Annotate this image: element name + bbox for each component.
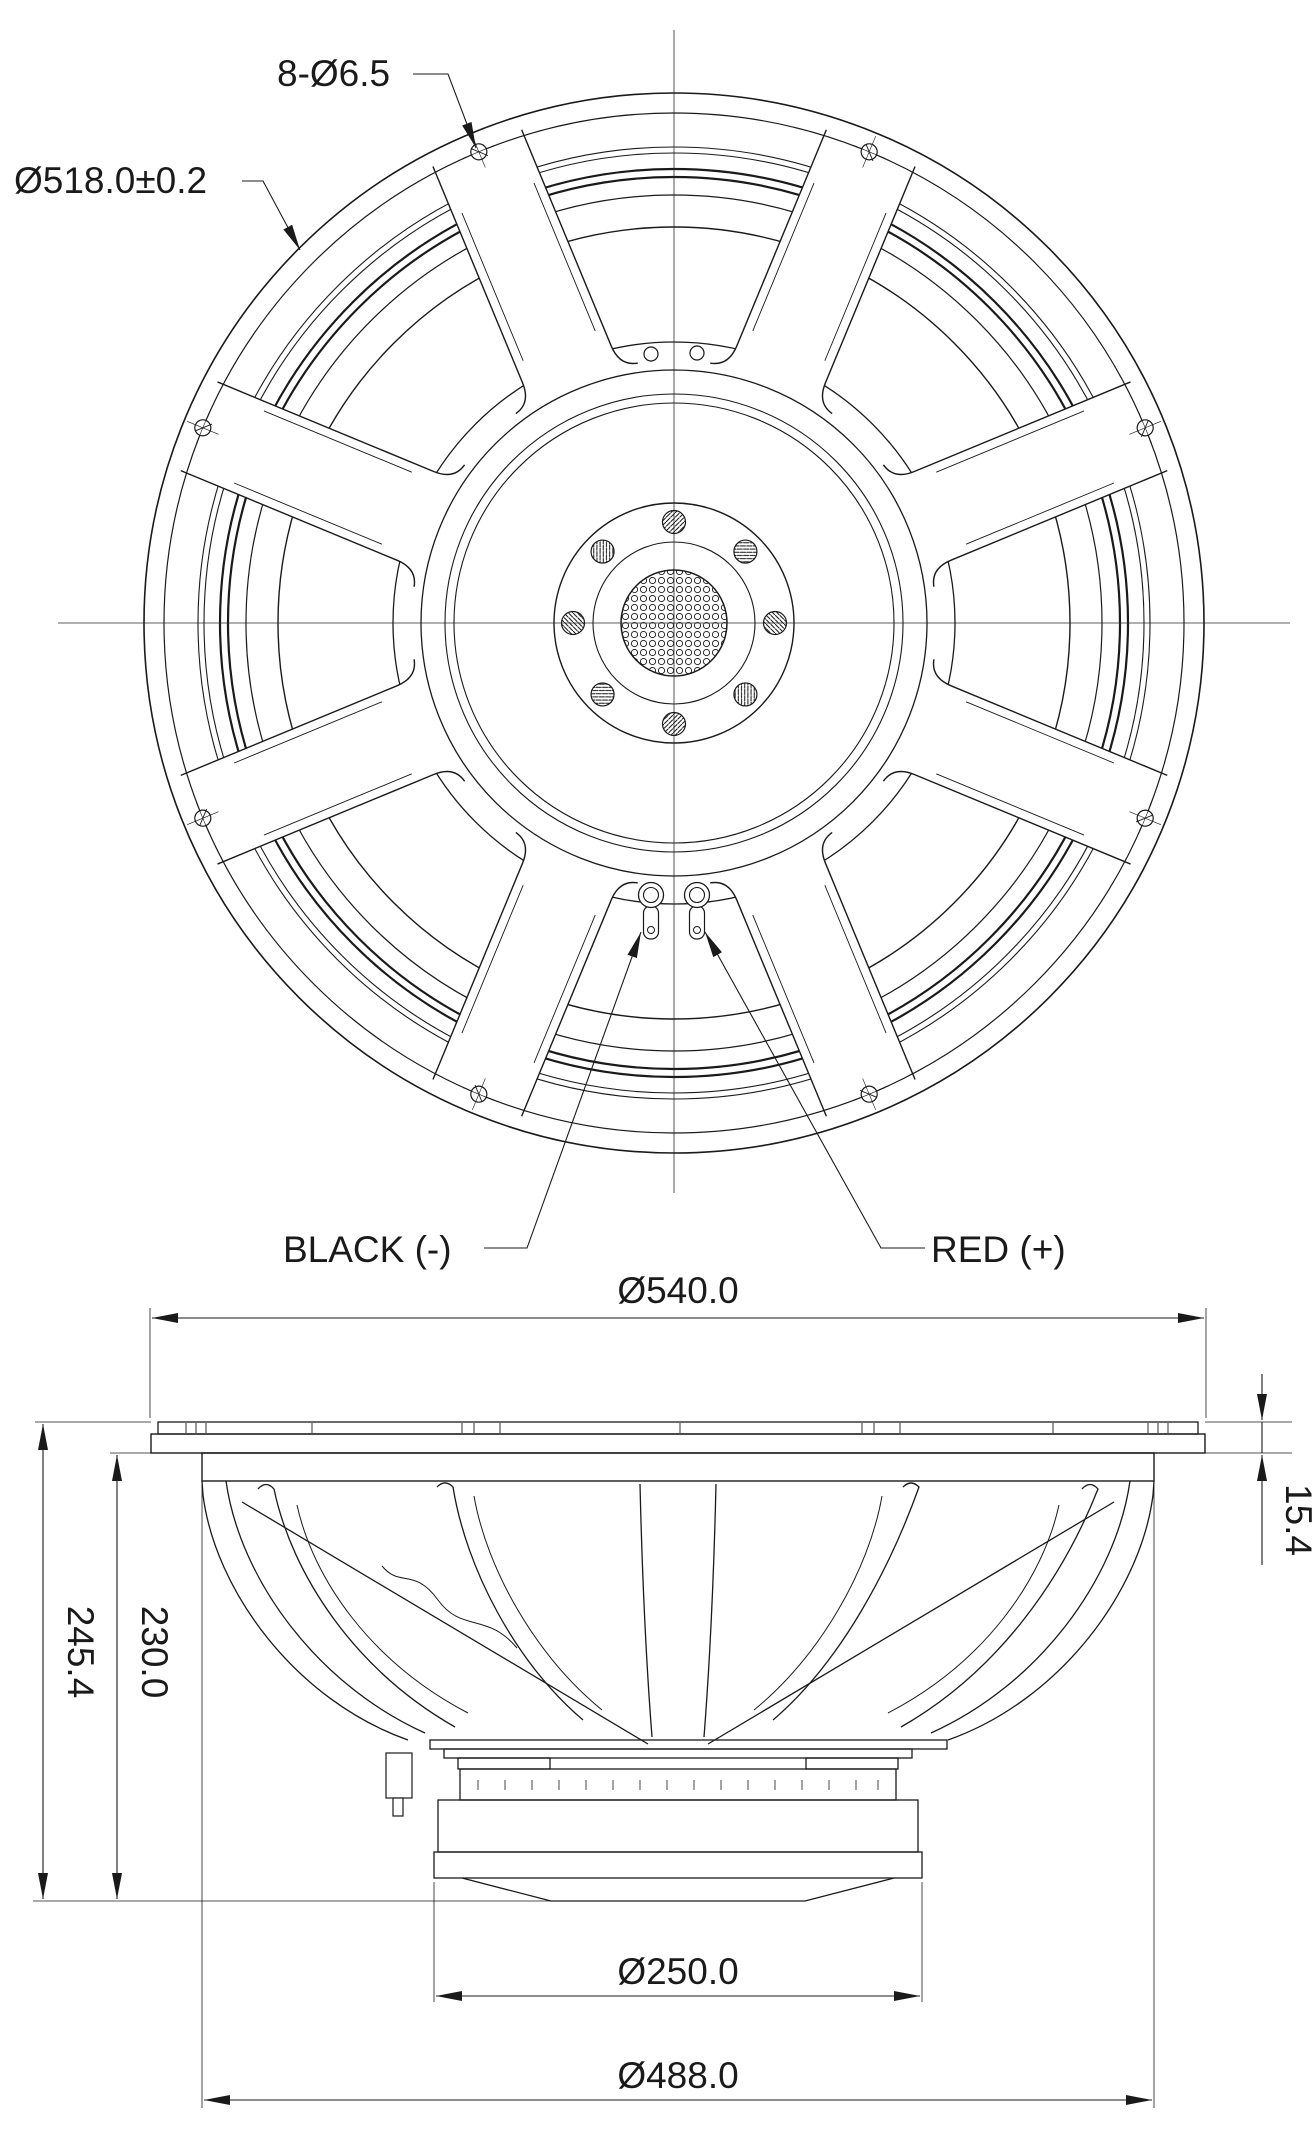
back-plate-boss: [461, 1877, 895, 1902]
front-centerlines: [58, 30, 1290, 1193]
leader-black-terminal: [484, 931, 642, 1249]
leader-bolt-circle: [242, 180, 301, 251]
label-mounting-holes: 8-Ø6.5: [277, 53, 390, 94]
dim-text-magnet-diameter: Ø250.0: [617, 1951, 738, 1992]
rivets: [643, 345, 705, 362]
extension-lines: [33, 1308, 1292, 2108]
dim-text-overall-diameter: Ø540.0: [617, 1270, 738, 1311]
plate-vent-ticks: [477, 1780, 879, 1790]
dim-text-depth-below-flange: 230.0: [134, 1606, 175, 1699]
lead-wire: [381, 1565, 518, 1649]
terminal-positive: [683, 881, 711, 940]
dimension-lines: [38, 1313, 1267, 2105]
leader-bolt-holes: [413, 73, 477, 149]
cone-section-line: [241, 1501, 649, 1745]
dimensions: [33, 1308, 1292, 2108]
front-leaders: [242, 73, 925, 1249]
label-bolt-circle: Ø518.0±0.2: [14, 160, 207, 201]
dim-text-total-depth: 245.4: [60, 1606, 101, 1699]
leader-red-terminal: [704, 931, 925, 1249]
side-terminal-block: [385, 1752, 413, 1817]
magnet: [437, 1799, 919, 1853]
side-view: Ø540.0 15.4 245.4 230.0 Ø250.0 Ø488.0: [33, 1270, 1313, 2108]
label-positive-terminal: RED (+): [931, 1229, 1066, 1270]
magnet-assembly: [429, 1739, 948, 1902]
front-view: 8-Ø6.5 Ø518.0±0.2 BLACK (-) RED (+): [14, 30, 1290, 1270]
basket-profile: [201, 1480, 1155, 1745]
label-negative-terminal: BLACK (-): [283, 1229, 452, 1270]
top-plate: [459, 1768, 897, 1801]
cone-section-line: [707, 1501, 1115, 1745]
dim-text-basket-diameter: Ø488.0: [617, 2055, 738, 2096]
back-plate: [433, 1851, 923, 1879]
gasket-segment-joints: [185, 1423, 1169, 1433]
dim-text-gasket-thickness: 15.4: [1278, 1484, 1313, 1556]
terminal-negative: [637, 881, 665, 940]
gasket-and-flange: [150, 1421, 1206, 1482]
